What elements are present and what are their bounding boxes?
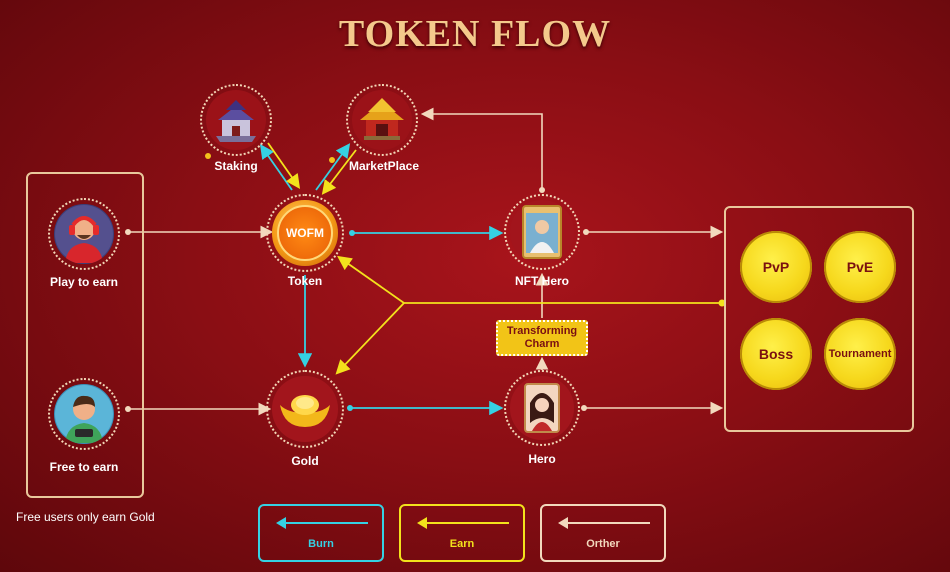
staking-node xyxy=(200,84,272,156)
arrow-market-to-token xyxy=(321,149,357,195)
legend-burn: Burn xyxy=(258,504,384,562)
mode-tournament: Tournament xyxy=(824,318,896,390)
mode-boss: Boss xyxy=(740,318,812,390)
gold-label: Gold xyxy=(291,454,319,468)
legend-other: Orther xyxy=(540,504,666,562)
hero-portrait-icon xyxy=(523,382,560,433)
nft-hero-node xyxy=(504,194,580,270)
gamer-avatar-icon xyxy=(54,204,113,263)
marketplace-node xyxy=(346,84,418,156)
hero-card-icon xyxy=(521,204,562,259)
game-modes-panel xyxy=(724,206,914,432)
mode-pve: PvE xyxy=(824,231,896,303)
play-to-earn-label: Play to earn xyxy=(49,275,119,289)
market-building-icon xyxy=(359,97,404,140)
play-to-earn-node xyxy=(48,198,120,270)
arrow-staking-to-token xyxy=(267,142,301,189)
token-label: Token xyxy=(287,274,323,288)
mode-pvp: PvP xyxy=(740,231,812,303)
token-node: WOFM xyxy=(266,194,344,272)
users-panel xyxy=(26,172,144,498)
gold-ingot-icon xyxy=(279,394,330,427)
hero-label: Hero xyxy=(528,452,556,466)
wofm-coin: WOFM xyxy=(276,204,333,261)
nft-hero-label: NFT Hero xyxy=(515,274,569,288)
marketplace-label: MarketPlace xyxy=(348,159,420,173)
legend-earn: Earn xyxy=(399,504,525,562)
hero-node xyxy=(504,370,580,446)
arrow-modes-to-gold xyxy=(335,302,405,375)
castle-icon xyxy=(215,99,256,142)
legend-earn-label: Earn xyxy=(449,538,475,550)
earn-arrow-icon xyxy=(417,517,509,529)
free-to-earn-node xyxy=(48,378,120,450)
wofm-coin-text: WOFM xyxy=(285,225,324,240)
free-users-note: Free users only earn Gold xyxy=(16,510,155,524)
legend-other-label: Orther xyxy=(586,538,620,550)
arrow-token-to-market xyxy=(315,143,351,191)
page-title: TOKEN FLOW xyxy=(338,13,612,55)
free-user-avatar-icon xyxy=(54,384,113,443)
gold-node xyxy=(266,370,344,448)
free-to-earn-label: Free to earn xyxy=(49,460,119,474)
other-arrow-icon xyxy=(558,517,650,529)
burn-arrow-icon xyxy=(276,517,368,529)
transforming-charm-badge: Transforming Charm xyxy=(496,320,588,356)
arrow-modes-to-token xyxy=(337,255,405,304)
legend-burn-label: Burn xyxy=(308,538,334,550)
arrow-nft-to-market xyxy=(420,107,543,192)
staking-label: Staking xyxy=(214,159,258,173)
